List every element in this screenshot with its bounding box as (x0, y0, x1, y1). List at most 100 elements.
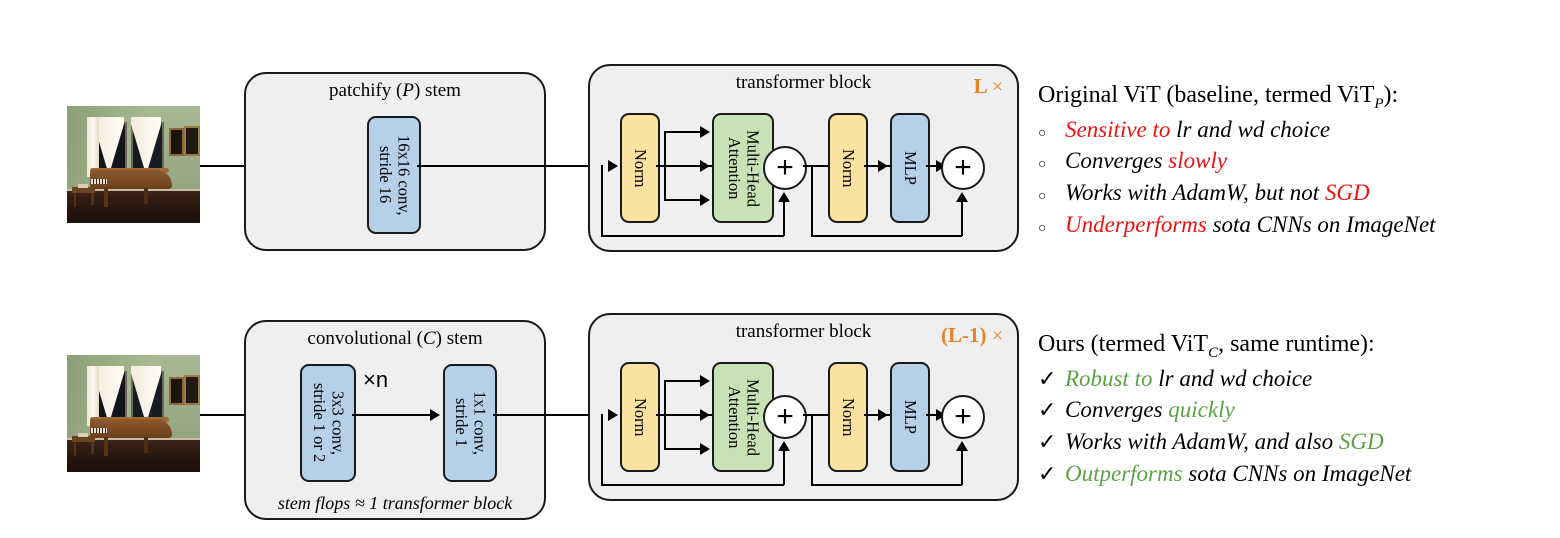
qkv-fanout-bus-top (664, 131, 666, 201)
summary-bullet-item: ○Converges slowly (1038, 145, 1558, 177)
summary-original-vit: Original ViT (baseline, termed ViTP): ○ S… (1038, 80, 1558, 240)
qkv-wire-v-bottom (664, 448, 704, 450)
arrow-to-norm1-bottom (608, 409, 618, 421)
arrow-v-bottom (700, 443, 710, 455)
mlp-block-bottom[interactable]: MLP (890, 362, 930, 472)
residual-wire-2-down-top (811, 165, 813, 237)
residual-wire-1-across-bottom (601, 484, 784, 486)
arrow-k-bottom (700, 409, 710, 421)
norm-block-2-top[interactable]: Norm (828, 113, 868, 223)
summary-bullet-text: Works with AdamW, and also SGD (1065, 429, 1384, 455)
bullet-circle-icon: ○ (1038, 220, 1047, 236)
conv-repeat-n-label: ×n (363, 367, 389, 392)
summary-bullet-item: ○Works with AdamW, but not SGD (1038, 177, 1558, 209)
summary-ours-vit: Ours (termed ViTC, same runtime): ✓ Robus… (1038, 329, 1558, 489)
input-image-thumbnail-bottom (67, 355, 200, 472)
patchify-stem-title: patchify (P) stem (329, 80, 461, 101)
arrow-k-top (700, 160, 710, 172)
wire-stem-to-transformer-top (417, 165, 617, 167)
residual-wire-1-up-bottom (783, 449, 785, 485)
residual-wire-1-across-top (601, 235, 784, 237)
residual-wire-1-down-bottom (601, 414, 603, 486)
bullet-check-icon: ✓ (1038, 397, 1057, 423)
patchify-conv-block[interactable]: 16x16 conv,stride 16 (367, 116, 421, 234)
mlp-label-bottom: MLP (901, 400, 921, 434)
bullet-circle-icon: ○ (1038, 157, 1047, 173)
arrow-q-top (700, 126, 710, 138)
norm-block-2-bottom[interactable]: Norm (828, 362, 868, 472)
residual-wire-2-across-top (811, 235, 962, 237)
summary-bullet-text: Converges quickly (1065, 397, 1235, 423)
wire-norm2-to-mlp-top (864, 165, 890, 167)
residual-wire-2-across-bottom (811, 484, 962, 486)
wire-stem-to-transformer-bottom (493, 414, 617, 416)
pipeline-row-ours-vit: convolutional (C) stem stem flops ≈ 1 tr… (0, 269, 1560, 538)
stem-flops-note: stem flops ≈ 1 transformer block (277, 493, 513, 513)
summary-bullet-item: ✓ Robust to lr and wd choice (1038, 363, 1558, 395)
plus-sign-1-bottom: + (776, 400, 794, 433)
plus-sign-2-bottom: + (954, 400, 972, 433)
residual-wire-1-up-top (783, 200, 785, 236)
qkv-wire-v-top (664, 199, 704, 201)
summary-bullet-item: ✓ Works with AdamW, and also SGD (1038, 426, 1558, 458)
residual-wire-1-down-top (601, 165, 603, 237)
bullet-check-icon: ✓ (1038, 365, 1057, 391)
qkv-wire-q-top (664, 131, 704, 133)
summary-bullet-text: Sensitive to lr and wd choice (1065, 116, 1331, 142)
repeat-count-label-bottom: (L-1) × (940, 323, 1003, 347)
bullet-circle-icon: ○ (1038, 125, 1047, 141)
convolutional-stem-title: convolutional (C) stem (307, 328, 483, 349)
norm-block-1-bottom[interactable]: Norm (620, 362, 660, 472)
residual-wire-2-up-bottom (961, 449, 963, 485)
summary-bullet-text: Works with AdamW, but not SGD (1065, 180, 1370, 206)
bullet-check-icon: ✓ (1038, 429, 1057, 455)
transformer-block-title-bottom: transformer block (735, 321, 872, 342)
summary-bullet-text: Outperforms sota CNNs on ImageNet (1065, 460, 1412, 486)
patchify-conv-label: 16x16 conv,stride 16 (376, 134, 414, 216)
residual-wire-2-down-bottom (811, 414, 813, 486)
arrow-to-norm1-top (608, 160, 618, 172)
wire-norm2-to-mlp-bottom (864, 414, 890, 416)
qkv-fanout-bus-bottom (664, 380, 666, 450)
arrow-residual-2-bottom (956, 441, 968, 451)
transformer-block-title-top: transformer block (735, 72, 872, 93)
arrow-into-mlp-bottom (878, 409, 888, 421)
summary-heading-bottom: Ours (termed ViTC, same runtime): (1038, 331, 1375, 361)
arrow-v-top (700, 194, 710, 206)
pipeline-row-original-vit: patchify (P) stem 16x16 conv,stride 16 t… (67, 64, 1558, 252)
convolutional-stem-box: convolutional (C) stem stem flops ≈ 1 tr… (244, 320, 546, 520)
summary-heading-top: Original ViT (baseline, termed ViTP): (1038, 82, 1399, 112)
conv-3x3-block[interactable]: 3x3 conv,stride 1 or 2 (300, 364, 356, 482)
norm-2-label-bottom: Norm (839, 397, 859, 437)
repeat-count-label-top: L × (973, 74, 1003, 98)
arrow-q-bottom (700, 375, 710, 387)
summary-bullet-item: ○ Sensitive to lr and wd choice (1038, 114, 1558, 146)
arrow-residual-2-top (956, 192, 968, 202)
wire-conv1-to-conv2 (352, 414, 434, 416)
wire-norm1-to-attention-bottom (656, 414, 712, 416)
norm-2-label-top: Norm (839, 148, 859, 188)
mlp-block-top[interactable]: MLP (890, 113, 930, 223)
norm-1-label-top: Norm (631, 148, 651, 188)
summary-bullet-text: Underperforms sota CNNs on ImageNet (1065, 211, 1436, 237)
norm-block-1-top[interactable]: Norm (620, 113, 660, 223)
residual-add-2-bottom: + (941, 395, 985, 439)
summary-bullet-text: Robust to lr and wd choice (1065, 365, 1313, 391)
mlp-label-top: MLP (901, 151, 921, 185)
conv-3x3-label: 3x3 conv,stride 1 or 2 (310, 383, 348, 463)
plus-sign-2-top: + (954, 151, 972, 184)
summary-bullet-item: ✓ Converges quickly (1038, 394, 1558, 426)
plus-sign-1-top: + (776, 151, 794, 184)
wire-norm1-to-attention-top (656, 165, 712, 167)
summary-bullet-list-top: ○ Sensitive to lr and wd choice ○Converges… (1038, 114, 1558, 241)
conv-1x1-block[interactable]: 1x1 conv,stride 1 (443, 364, 497, 482)
residual-add-2-top: + (941, 146, 985, 190)
arrow-residual-1-top (778, 192, 790, 202)
residual-wire-2-up-top (961, 200, 963, 236)
arrow-residual-1-bottom (778, 441, 790, 451)
residual-add-1-bottom: + (763, 395, 807, 439)
input-image-thumbnail-top (67, 106, 200, 223)
